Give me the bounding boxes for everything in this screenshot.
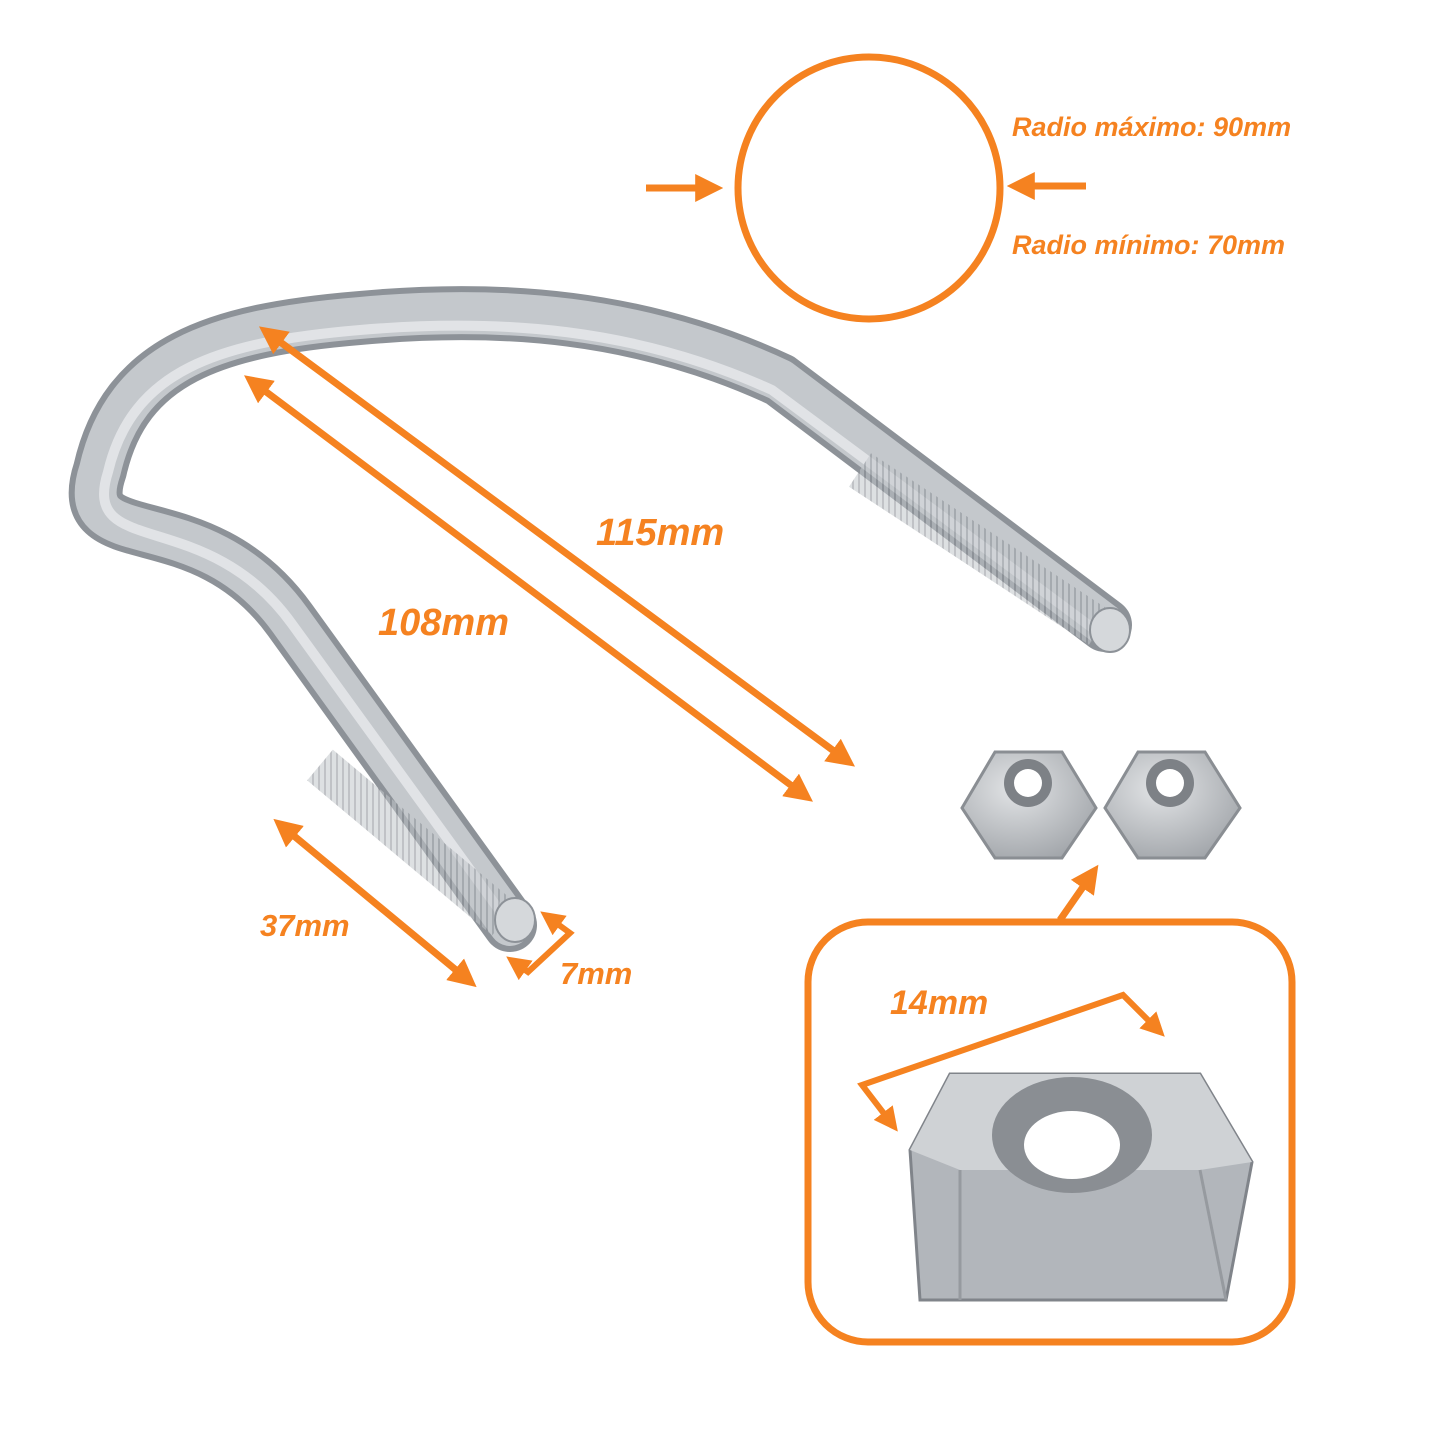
radio-minimo-label: Radio mínimo: 70mm xyxy=(1012,230,1286,260)
radio-maximo-label: Radio máximo: 90mm xyxy=(1012,112,1292,142)
arrow-7 xyxy=(506,911,575,981)
rod-diameter-label: 7mm xyxy=(560,956,633,991)
nut-width-label: 14mm xyxy=(890,984,989,1022)
hex-nut-icon xyxy=(908,1072,1254,1302)
u-bolt-icon xyxy=(68,286,1132,952)
thread-length-label: 37mm xyxy=(260,908,350,943)
circle-icon xyxy=(734,53,1004,323)
hex-nut-icon xyxy=(960,750,1098,860)
hex-nut-icon xyxy=(1103,750,1242,860)
diameter-gauge xyxy=(646,53,1086,323)
detail-pointer xyxy=(1057,864,1099,922)
length-outer-label: 115mm xyxy=(596,512,725,554)
arrow-108 xyxy=(244,375,813,802)
length-inner-label: 108mm xyxy=(378,602,509,644)
detail-box xyxy=(804,918,1296,1346)
arrow-37 xyxy=(273,818,477,988)
arrow-14 xyxy=(857,991,1165,1132)
